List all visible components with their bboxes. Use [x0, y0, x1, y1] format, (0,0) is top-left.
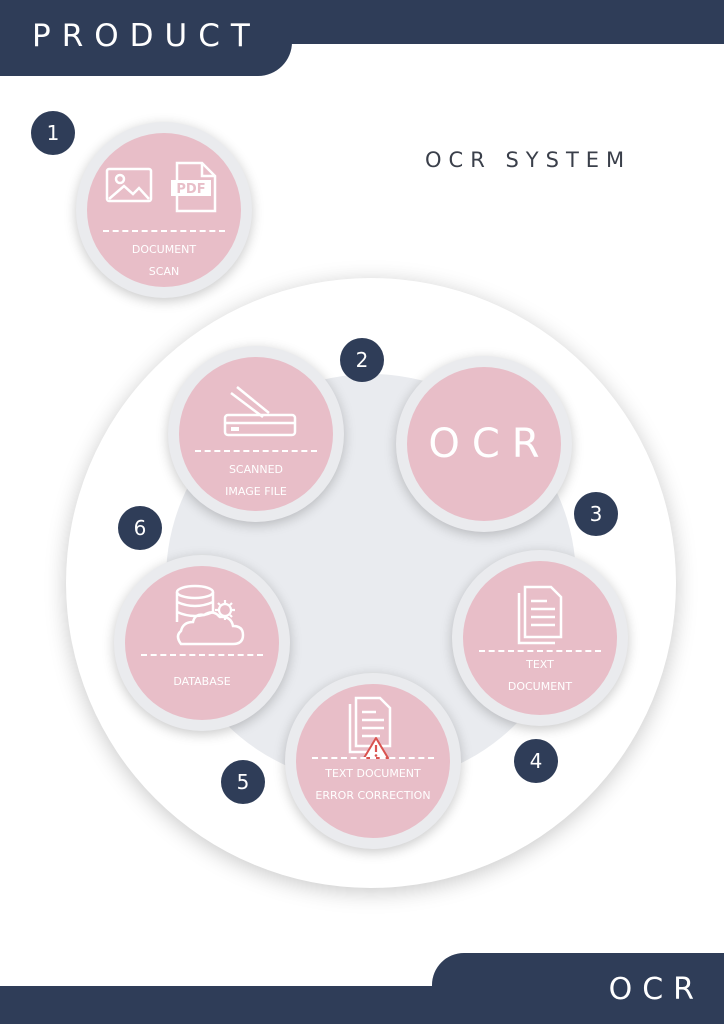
- cloud-icon: [176, 611, 245, 646]
- footer-title: OCR: [608, 972, 704, 1007]
- step-label-line1: TEXT: [526, 658, 554, 671]
- step-badge-1: 1: [31, 111, 75, 155]
- step-node-database: DATABASE: [114, 555, 290, 731]
- step-node-inner: PDF DOCUMENT SCAN: [87, 133, 241, 287]
- step-label-line1: TEXT DOCUMENT: [325, 767, 421, 780]
- step-label-line2: ERROR CORRECTION: [315, 789, 431, 802]
- step-node-ocr: OCR: [396, 356, 572, 532]
- step-badge-5: 5: [221, 760, 265, 804]
- gear-icon: [215, 600, 235, 620]
- step-badge-3: 3: [574, 492, 618, 536]
- warning-icon: [363, 737, 389, 759]
- step-label-line2: SCAN: [148, 265, 180, 278]
- step-5-icons: [348, 696, 392, 759]
- step-node-scanned-image-file: SCANNED IMAGE FILE: [168, 346, 344, 522]
- divider: [103, 230, 225, 232]
- step-badge-4: 4: [514, 739, 558, 783]
- step-node-error-correction: TEXT DOCUMENT ERROR CORRECTION: [285, 673, 461, 849]
- step-label-line1: DOCUMENT: [131, 243, 197, 256]
- scanner-icon: [223, 386, 297, 437]
- step-label-line2: DOCUMENT: [507, 680, 573, 693]
- step-node-text-document: TEXT DOCUMENT: [452, 550, 628, 726]
- step-label-line2: IMAGE FILE: [225, 485, 287, 498]
- step-node-inner: TEXT DOCUMENT ERROR CORRECTION: [296, 684, 450, 838]
- svg-text:PDF: PDF: [176, 182, 205, 197]
- divider: [312, 757, 434, 759]
- divider: [195, 450, 317, 452]
- ocr-label: OCR: [428, 421, 552, 467]
- step-label-line1: DATABASE: [173, 675, 231, 688]
- document-icon: [348, 696, 392, 754]
- step-badge-6: 6: [118, 506, 162, 550]
- step-badge-2: 2: [340, 338, 384, 382]
- step-node-inner: DATABASE: [125, 566, 279, 720]
- divider: [479, 650, 601, 652]
- step-1-icons: PDF: [105, 161, 217, 213]
- document-icon: [517, 585, 563, 645]
- footer-tab: [432, 953, 724, 1024]
- step-node-document-scan: PDF DOCUMENT SCAN: [76, 122, 252, 298]
- step-label-line1: SCANNED: [228, 463, 284, 476]
- diagram-title: OCR SYSTEM: [425, 148, 632, 172]
- page-title: PRODUCT: [32, 18, 261, 54]
- step-node-inner: OCR: [407, 367, 561, 521]
- divider: [141, 654, 263, 656]
- image-icon: [105, 167, 153, 203]
- pdf-icon: PDF: [171, 161, 217, 213]
- step-node-inner: SCANNED IMAGE FILE: [179, 357, 333, 511]
- step-6-icons: [175, 584, 245, 646]
- header-tab: [0, 0, 292, 76]
- step-node-inner: TEXT DOCUMENT: [463, 561, 617, 715]
